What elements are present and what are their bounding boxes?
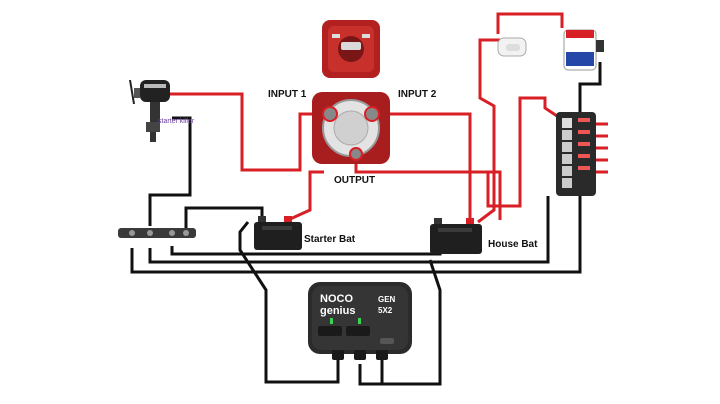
float-switch-icon: [497, 37, 527, 57]
charger-model-line2: 5X2: [378, 306, 393, 315]
wire-house-float: [477, 38, 500, 224]
house-battery-icon: [430, 218, 482, 254]
wire-float-pump: [496, 12, 564, 34]
positive-wires: [168, 12, 608, 224]
wire-charger-house: [358, 259, 442, 386]
wire-outboard-ground: [148, 116, 192, 226]
charger-brand-line1: NOCO: [320, 293, 353, 305]
starter-bat-label: Starter Bat: [304, 234, 356, 245]
wire-starter-input1: [287, 170, 324, 222]
input2-label: INPUT 2: [398, 89, 437, 100]
battery-switch-knob-icon: [322, 20, 380, 78]
input1-label: INPUT 1: [268, 89, 307, 100]
output-label: OUTPUT: [334, 175, 375, 186]
bilge-pump-icon: [563, 29, 604, 71]
negative-wires: [130, 62, 602, 386]
house-bat-label: House Bat: [488, 239, 538, 250]
outboard-motor-icon: starter killer: [129, 79, 195, 142]
wire-house-input2: [380, 112, 472, 222]
fuse-block-icon: [556, 112, 596, 196]
wire-house-switch-b: [478, 170, 502, 220]
battery-selector-switch-icon: [312, 92, 390, 164]
charger-model-line1: GEN: [378, 295, 396, 304]
outboard-tag-label: starter killer: [158, 118, 195, 125]
wire-charger-starter: [238, 221, 340, 384]
negative-busbar-icon: [118, 228, 196, 238]
wire-fuse-pump-neg: [578, 62, 602, 116]
charger-brand-line2: genius: [320, 305, 355, 317]
wire-outboard-input1: [168, 92, 330, 172]
wire-busbar-fuse-neg: [148, 196, 550, 264]
starter-battery-icon: [254, 216, 302, 250]
battery-charger-icon: NOCO genius GEN 5X2: [308, 282, 412, 360]
wire-busbar-fuse-neg-2: [130, 196, 582, 274]
wire-busbar-starter-neg: [184, 206, 264, 228]
